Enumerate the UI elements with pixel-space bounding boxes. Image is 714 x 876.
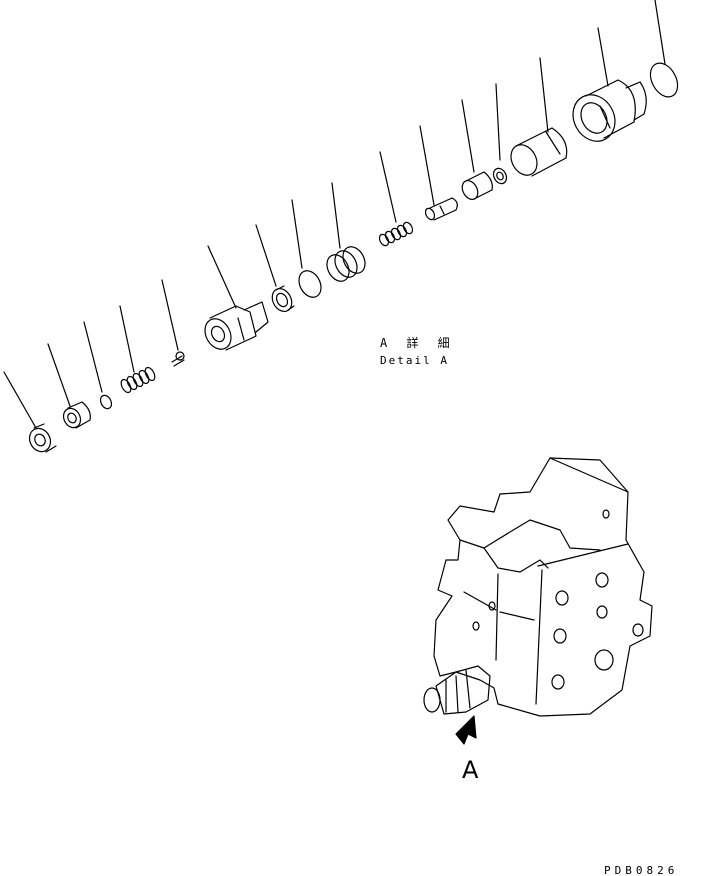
spring bbox=[120, 366, 156, 394]
valve-body bbox=[204, 301, 269, 351]
o-ring-small bbox=[99, 394, 113, 410]
sleeve bbox=[510, 127, 568, 177]
drawing-code: PDB0826 bbox=[604, 864, 679, 876]
control-valve-block bbox=[423, 457, 653, 717]
piston bbox=[461, 171, 493, 201]
leader-lines bbox=[3, 0, 666, 429]
small-spring bbox=[378, 221, 414, 247]
detail-label-en: Detail A bbox=[380, 354, 449, 367]
small-ring bbox=[492, 167, 508, 185]
washer bbox=[271, 285, 295, 313]
lock-nut bbox=[28, 423, 57, 453]
plug-cap bbox=[572, 79, 647, 142]
view-marker-label: A bbox=[462, 756, 479, 784]
poppet-pin bbox=[424, 197, 458, 221]
o-ring-middle bbox=[298, 270, 322, 298]
o-ring-end bbox=[649, 62, 679, 98]
backup-rings bbox=[326, 246, 366, 282]
detail-label-jp: A 詳 細 bbox=[380, 336, 456, 350]
pin-ball bbox=[171, 351, 185, 367]
adjust-screw bbox=[62, 401, 91, 429]
view-arrow bbox=[455, 715, 477, 745]
